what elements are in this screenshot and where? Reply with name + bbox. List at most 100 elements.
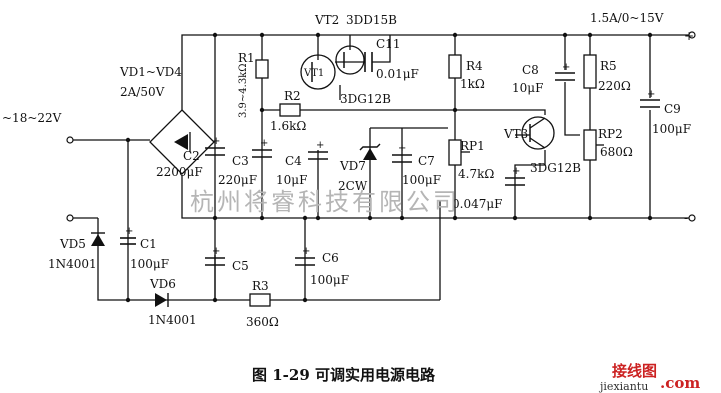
r1-value: 3.9~4.3kΩ (238, 63, 249, 118)
logo-com-text: .com (660, 374, 700, 392)
c2-plus-mark: + (212, 136, 220, 147)
vt3-name: VT3 (503, 127, 528, 141)
vt2-type: 3DD15B (346, 13, 397, 27)
vt1-name: VT1 (303, 68, 324, 79)
resistor-r4 (448, 54, 462, 79)
logo-domain-text: jiexiantu (598, 380, 648, 393)
capacitor-c11 (364, 52, 373, 72)
transistor-vt1-vt2 (300, 45, 365, 90)
capacitor-c2 (205, 147, 225, 156)
r4-value: 1kΩ (460, 77, 485, 91)
rp1-value: 4.7kΩ (458, 167, 494, 181)
rp2-value: 680Ω (600, 145, 633, 159)
capacitor-c3 (252, 149, 272, 158)
site-logo: 接线图 jiexiantu .com (598, 362, 700, 393)
r5-value: 220Ω (598, 79, 631, 93)
c11-value: 0.01μF (376, 67, 419, 81)
vd6-name: VD6 (149, 277, 176, 291)
capacitor-c4 (308, 151, 328, 160)
resistor-r3 (249, 293, 271, 307)
capacitor-c7 (392, 154, 412, 163)
rp1-name: RP1 (460, 139, 485, 153)
figure-caption: 图 1-29 可调实用电源电路 (252, 366, 436, 384)
r4-name: R4 (466, 59, 483, 73)
c1-value: 100μF (130, 257, 169, 271)
vt3-type: 3DG12B (530, 161, 581, 175)
potentiometer-rp2 (583, 129, 597, 161)
c5-name: C5 (232, 259, 249, 273)
input-terminal-1 (66, 136, 74, 144)
c3-name: C3 (232, 154, 249, 168)
c1-name: C1 (140, 237, 157, 251)
vd6-type: 1N4001 (148, 313, 197, 327)
rp2-name: RP2 (598, 127, 623, 141)
c7-name: C7 (418, 154, 435, 168)
c5-plus-mark: + (212, 246, 220, 257)
c8-col (564, 82, 580, 136)
input-terminal-2 (66, 214, 74, 222)
transistor-vt3 (521, 116, 555, 150)
logo-cn-text: 接线图 (612, 362, 657, 380)
bridge-plus (181, 34, 215, 110)
c4-name: C4 (285, 154, 302, 168)
vd7-type: 2CW (338, 179, 368, 193)
vt3-emitter (514, 150, 546, 218)
junctions (125, 32, 653, 303)
c8-plus-mark: + (562, 62, 570, 73)
c9-name: C9 (664, 102, 681, 116)
c8-name: C8 (522, 63, 539, 77)
bridge-rating: 2A/50V (120, 85, 165, 99)
c3-value: 220μF (218, 173, 257, 187)
c7-plus-mark: + (398, 143, 406, 154)
bridge-rectifier (149, 109, 215, 175)
c6-value: 100μF (310, 273, 349, 287)
r3-name: R3 (252, 279, 269, 293)
c9-value: 100μF (652, 122, 691, 136)
r5-name: R5 (600, 59, 617, 73)
c11-name: C11 (376, 37, 400, 51)
capacitor-c1 (120, 237, 136, 245)
c1-plus-mark: + (125, 226, 133, 237)
c2-value: 2200μF (156, 165, 203, 179)
c10-value: 0.047μF (452, 197, 502, 211)
output-terminal-minus (688, 214, 696, 222)
bridge-minus (181, 175, 340, 219)
resistor-r1 (255, 59, 269, 79)
vt3-collector (455, 109, 546, 115)
r2-name: R2 (284, 89, 301, 103)
output-terminal-plus (688, 31, 696, 39)
zener-vd7 (359, 143, 381, 160)
c4-value: 10μF (276, 173, 307, 187)
c6-plus-mark: + (302, 246, 310, 257)
c7-value: 100μF (402, 173, 441, 187)
c4-plus-mark: + (316, 140, 324, 151)
vd7-name: VD7 (339, 159, 366, 173)
resistor-r2 (279, 103, 301, 117)
c8-value: 10μF (512, 81, 543, 95)
bridge-name: VD1~VD4 (119, 65, 182, 79)
watermark-text: 杭州将睿科技有限公司 (190, 188, 460, 216)
capacitor-c6 (295, 257, 315, 266)
capacitor-c10 (505, 177, 525, 186)
capacitor-c8 (555, 72, 575, 81)
wires (72, 34, 690, 301)
output-rating-label: 1.5A/0~15V (590, 11, 664, 25)
capacitor-c5 (205, 257, 225, 266)
diode-vd6 (155, 293, 169, 307)
c3-plus-mark: + (260, 138, 268, 149)
c9-plus-mark: + (647, 89, 655, 100)
r2-value: 1.6kΩ (270, 119, 306, 133)
output-plus-sign: + (684, 29, 694, 43)
vt2-name: VT2 (314, 13, 339, 27)
capacitor-c9 (640, 99, 660, 108)
c2-name: C2 (183, 149, 200, 163)
vt1-type: 3DG12B (340, 92, 391, 106)
c11-right (372, 35, 391, 63)
vd5-name: VD5 (59, 237, 86, 251)
r3-value: 360Ω (246, 315, 279, 329)
terminals (66, 31, 696, 222)
output-minus-sign: - (684, 211, 688, 225)
diode-vd5 (91, 232, 105, 246)
input-voltage-label: ~18~22V (2, 111, 62, 125)
